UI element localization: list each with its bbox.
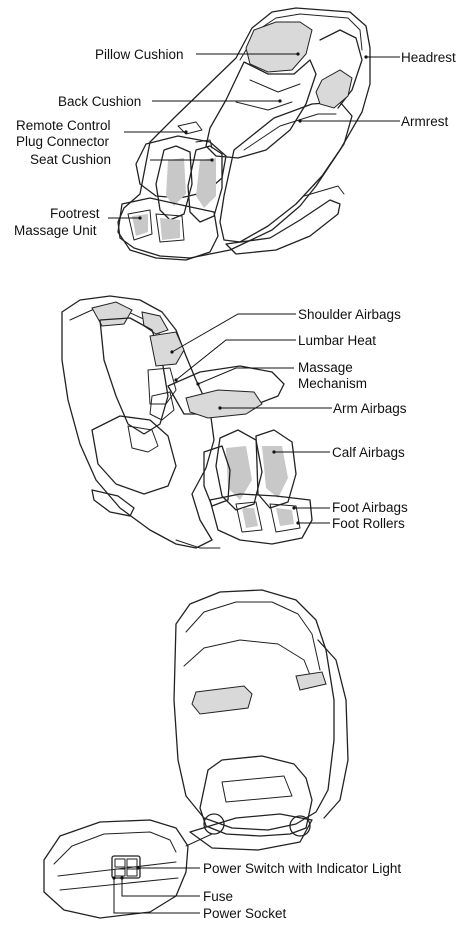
label-power-switch: Power Switch with Indicator Light bbox=[203, 861, 401, 876]
panel-3-leaders bbox=[112, 866, 200, 914]
label-mechanism: Mechanism bbox=[298, 376, 367, 391]
label-fuse: Fuse bbox=[203, 889, 233, 904]
label-arm-airbags: Arm Airbags bbox=[333, 401, 407, 416]
label-foot-airbags: Foot Airbags bbox=[332, 500, 408, 515]
label-massage-unit: Massage Unit bbox=[14, 223, 97, 238]
chair-front-view-drawing bbox=[117, 7, 371, 261]
label-foot-rollers: Foot Rollers bbox=[332, 516, 405, 531]
label-massage: Massage bbox=[298, 360, 353, 375]
label-headrest: Headrest bbox=[401, 50, 456, 65]
label-lumbar-heat: Lumbar Heat bbox=[298, 333, 376, 348]
label-calf-airbags: Calf Airbags bbox=[332, 445, 405, 460]
label-pillow-cushion: Pillow Cushion bbox=[95, 47, 184, 62]
chair-internal-view-drawing bbox=[61, 295, 313, 549]
label-armrest: Armrest bbox=[401, 114, 448, 129]
label-seat-cushion: Seat Cushion bbox=[30, 152, 111, 167]
magnifier-inset bbox=[43, 819, 213, 919]
label-footrest: Footrest bbox=[50, 206, 100, 221]
label-power-socket: Power Socket bbox=[203, 906, 287, 921]
chair-rear-view-drawing bbox=[173, 589, 349, 851]
panel-2-leaders bbox=[170, 313, 332, 525]
label-remote-control: Remote Control bbox=[16, 118, 111, 133]
label-back-cushion: Back Cushion bbox=[58, 94, 141, 109]
label-shoulder-airbags: Shoulder Airbags bbox=[298, 307, 401, 322]
panel-1-leaders bbox=[108, 52, 400, 220]
label-plug-connector: Plug Connector bbox=[16, 134, 110, 149]
